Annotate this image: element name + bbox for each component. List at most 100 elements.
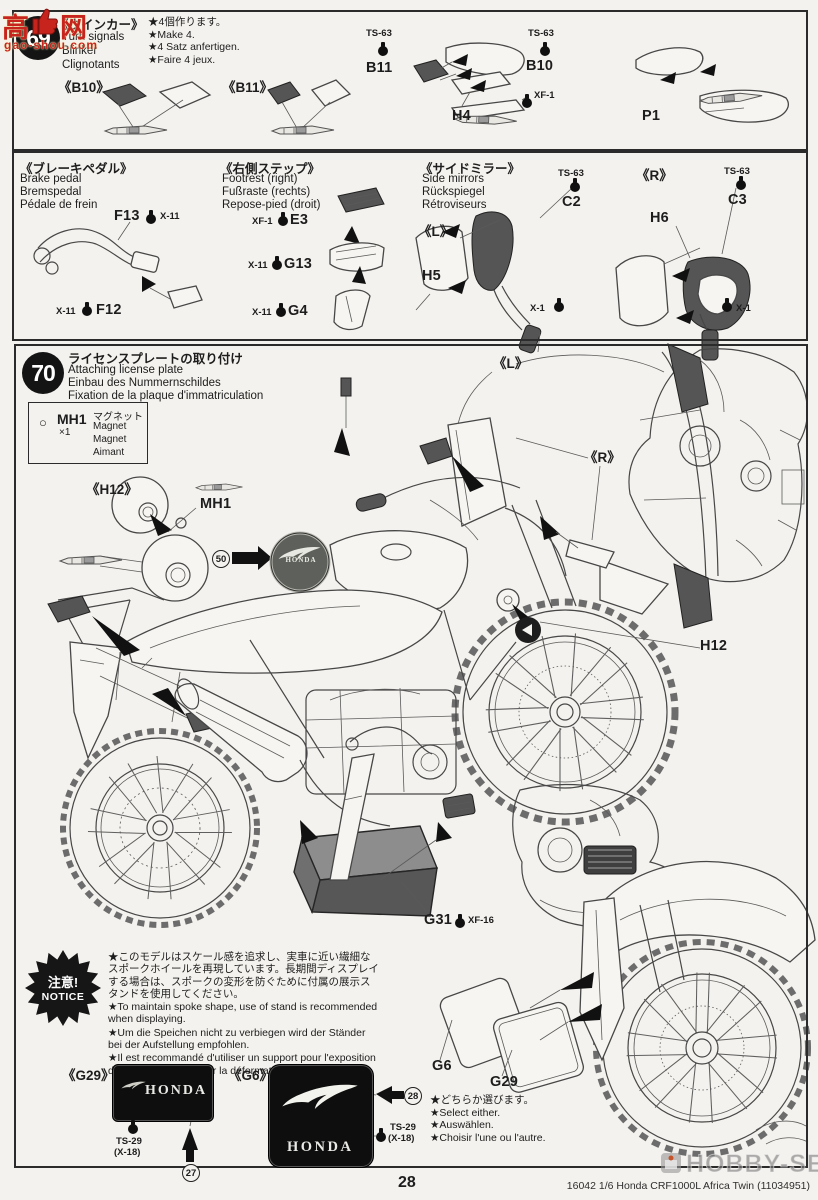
g29-header: 《G29》 bbox=[62, 1068, 115, 1083]
part-e3-label: E3 bbox=[290, 212, 309, 228]
decal-27-badge: 27 bbox=[182, 1164, 200, 1182]
engine-closeup-sketch bbox=[512, 783, 691, 929]
paint-x11-label: X-11 bbox=[160, 211, 180, 222]
mh1-name-de: Magnet bbox=[93, 434, 127, 445]
step69-panel bbox=[12, 10, 808, 153]
footrest-right-sketch bbox=[329, 187, 385, 331]
brake-title-ja: 《ブレーキペダル》 bbox=[20, 162, 133, 176]
mirrors-title-fr: Rétroviseurs bbox=[422, 199, 487, 211]
notice-badge-star bbox=[25, 950, 101, 1026]
paint-mark-icon bbox=[522, 94, 532, 108]
paint-ts63-label: TS-63 bbox=[724, 166, 750, 177]
mh1-parts-box: ○ MH1 ×1 マグネット Magnet Magnet Aimant bbox=[28, 402, 148, 464]
mh1-bullet: ○ bbox=[39, 415, 47, 430]
part-c3-label: C3 bbox=[728, 192, 747, 208]
row2-panel bbox=[12, 149, 808, 341]
step69-title-en: Turn signals bbox=[62, 31, 125, 43]
mirrors-title-en: Side mirrors bbox=[422, 173, 484, 185]
paint-xf1-label: XF-1 bbox=[534, 90, 555, 101]
footer-catalog-text: 16042 1/6 Honda CRF1000L Africa Twin (11… bbox=[566, 1180, 810, 1192]
paint-x11-label: X-11 bbox=[252, 307, 272, 318]
display-stand-sketch bbox=[293, 753, 476, 917]
left-indicator: 《L》 bbox=[418, 224, 454, 239]
step69-title-de: Blinker bbox=[62, 45, 98, 57]
thumb-up-icon bbox=[32, 8, 58, 35]
brake-title-fr: Pédale de frein bbox=[20, 199, 98, 211]
step70-title-en: Attaching license plate bbox=[68, 364, 184, 376]
paint-mark-icon bbox=[376, 1128, 386, 1142]
part-g6-label: G6 bbox=[432, 1058, 452, 1074]
paint-mark-icon bbox=[570, 178, 580, 192]
mh1-name-ja: マグネット bbox=[93, 412, 143, 423]
notice-text: ★このモデルはスケール感を追求し、実車に近い繊細なスポークホイールを再現していま… bbox=[108, 951, 380, 1078]
turn-signal-parts-b10-sketch bbox=[101, 81, 212, 135]
notice-badge-en: NOTICE bbox=[41, 991, 85, 1003]
hobby-search-icon bbox=[661, 1153, 681, 1173]
paint-mark-icon bbox=[540, 42, 550, 56]
paint-mark-icon bbox=[278, 212, 288, 226]
h12-magnet-detail-sketch bbox=[59, 476, 331, 602]
step-number-70: 70 bbox=[31, 359, 56, 386]
signal-assembly-left-sketch bbox=[413, 42, 529, 126]
paint-x11-label: X-11 bbox=[56, 306, 76, 317]
paint-ts29-label: TS-29 bbox=[116, 1136, 142, 1147]
front-view-illustration bbox=[628, 343, 808, 629]
page-number: 28 bbox=[398, 1174, 416, 1191]
honda-round-emblem-text: HONDA bbox=[285, 556, 317, 564]
part-g31-label: G31 bbox=[424, 912, 453, 928]
right-indicator-70: 《R》 bbox=[584, 450, 621, 465]
paint-ts29-label: TS-29 bbox=[390, 1122, 416, 1133]
b10-header: 《B10》 bbox=[58, 80, 110, 95]
step69-title-fr: Clignotants bbox=[62, 59, 120, 71]
paint-x18-label: (X-18) bbox=[388, 1133, 415, 1144]
select-either-notes: ★どちらか選びます。 ★Select either. ★Auswählen. ★… bbox=[430, 1094, 546, 1144]
b11-header: 《B11》 bbox=[222, 80, 274, 95]
part-b10-label: B10 bbox=[526, 58, 554, 74]
paint-mark-icon bbox=[82, 302, 92, 316]
notice-en: ★To maintain spoke shape, use of stand i… bbox=[108, 1001, 378, 1026]
decal-50-badge: 50 bbox=[212, 550, 230, 568]
paint-xf1-label: XF-1 bbox=[252, 216, 273, 227]
paint-x11-label: X-11 bbox=[248, 260, 268, 271]
part-f13-label: F13 bbox=[114, 208, 140, 224]
paint-x1-label: X-1 bbox=[736, 303, 751, 314]
part-g4-label: G4 bbox=[288, 303, 308, 319]
notice-badge-ja: 注意! bbox=[47, 975, 79, 990]
paint-ts63-left: TS-63 bbox=[366, 28, 392, 39]
footrest-title-fr: Repose-pied (droit) bbox=[222, 199, 321, 211]
mh1-name-fr: Aimant bbox=[93, 447, 125, 458]
notice-badge: 注意! NOTICE bbox=[25, 950, 101, 1003]
paint-mark-icon bbox=[272, 256, 282, 270]
part-g29-label: G29 bbox=[490, 1074, 519, 1090]
step70-title-ja: ライセンスプレートの取り付け bbox=[68, 352, 243, 366]
watermark-cn-right: 网 bbox=[60, 13, 87, 43]
watermark-cn-left: 高 bbox=[2, 13, 29, 43]
notice-de: ★Um die Speichen nicht zu verbiegen wird… bbox=[108, 1026, 366, 1052]
part-f12-label: F12 bbox=[96, 302, 122, 318]
brake-title-de: Bremspedal bbox=[20, 186, 82, 198]
brake-title-en: Brake pedal bbox=[20, 173, 82, 185]
g6-honda-text: HONDA bbox=[287, 1139, 354, 1155]
mh1-qty: ×1 bbox=[59, 427, 71, 438]
decal-28-badge: 28 bbox=[404, 1087, 422, 1105]
paint-mark-icon bbox=[722, 298, 732, 312]
step70-panel bbox=[14, 344, 808, 1168]
paint-ts63-label: TS-63 bbox=[558, 168, 584, 179]
mirrors-title-ja: 《サイドミラー》 bbox=[420, 162, 521, 176]
g6-decal-plate: HONDA bbox=[268, 1064, 374, 1168]
paint-x18-label: (X-18) bbox=[114, 1147, 141, 1158]
left-indicator-70: 《L》 bbox=[493, 356, 529, 371]
paint-mark-icon bbox=[455, 914, 465, 928]
notice-ja: ★このモデルはスケール感を追求し、実車に近い繊細なスポークホイールを再現していま… bbox=[108, 951, 379, 1000]
rear-view-illustration bbox=[439, 860, 816, 1157]
mh1-name-en: Magnet bbox=[93, 421, 127, 432]
paint-xf16-label: XF-16 bbox=[468, 915, 494, 926]
footrest-title-en: Footrest (right) bbox=[222, 173, 298, 185]
paint-mark-icon bbox=[146, 210, 156, 224]
h12-header: 《H12》 bbox=[86, 482, 138, 497]
step-number-badge-70: 70 bbox=[22, 352, 64, 394]
mirrors-title-de: Rückspiegel bbox=[422, 186, 485, 198]
main-bike-illustration bbox=[47, 354, 701, 928]
